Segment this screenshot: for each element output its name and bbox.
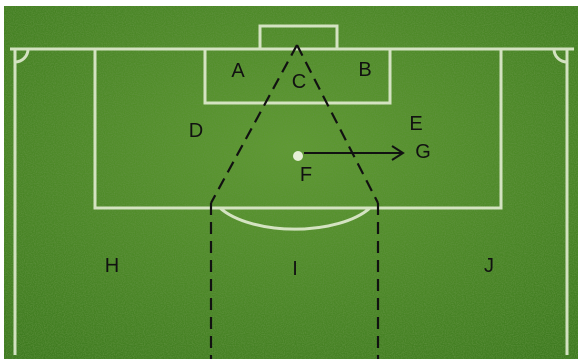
- zone-label-g: G: [415, 142, 431, 162]
- penalty-spot: [293, 151, 303, 161]
- zone-label-i: I: [292, 259, 298, 279]
- zone-label-h: H: [105, 256, 119, 276]
- zone-label-f: F: [300, 165, 312, 185]
- zone-label-a: A: [231, 61, 244, 81]
- zone-label-e: E: [409, 114, 422, 134]
- grass-texture: [4, 6, 578, 359]
- zone-label-d: D: [189, 121, 203, 141]
- zone-label-j: J: [484, 256, 494, 276]
- zone-label-c: C: [292, 72, 306, 92]
- zone-label-b: B: [358, 60, 371, 80]
